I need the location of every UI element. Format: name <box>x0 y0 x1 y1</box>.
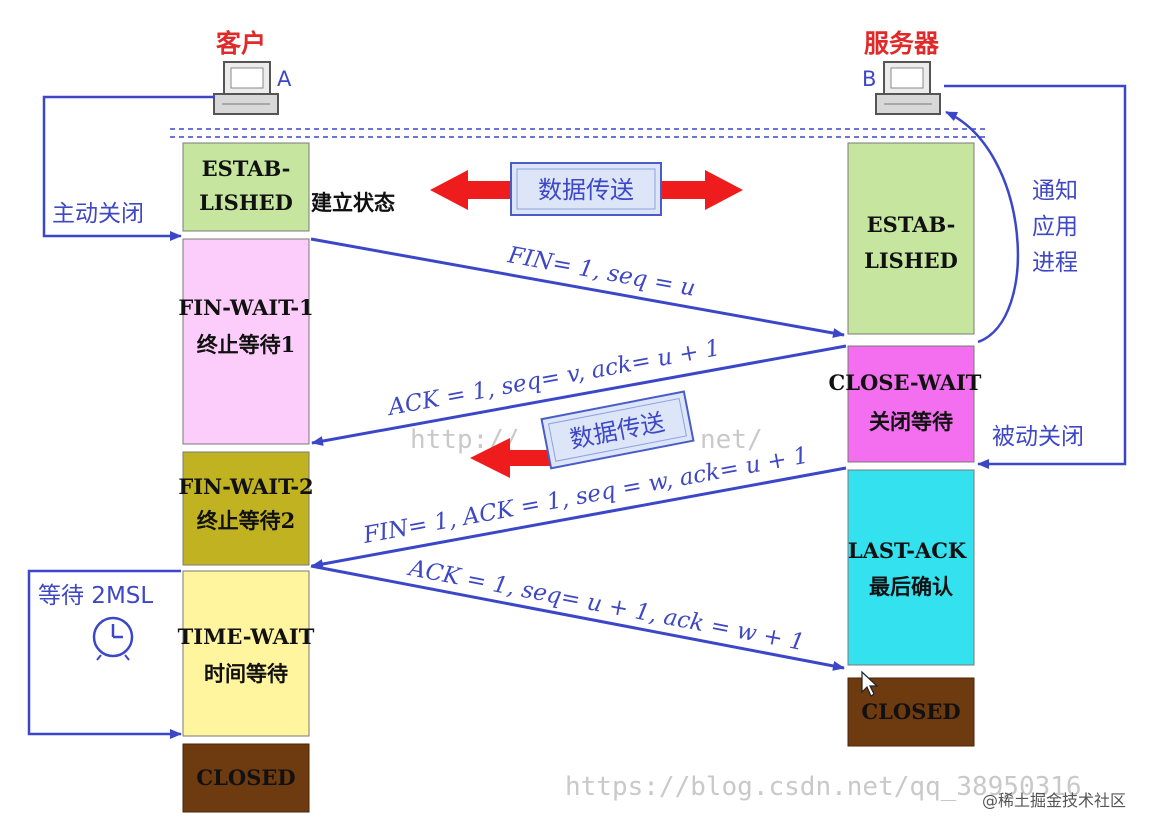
server-letter: B <box>862 67 876 91</box>
passive-close-label: 被动关闭 <box>992 424 1084 450</box>
fin-ack-arrow <box>311 466 847 569</box>
client-established-line1: ESTAB- <box>202 156 291 181</box>
server-last-ack-line1: LAST-ACK <box>848 538 967 563</box>
message-fin: FIN= 1, seq = u <box>505 242 697 302</box>
brand-watermark: @稀土掘金技术社区 <box>982 791 1126 810</box>
notify-line3: 进程 <box>1032 250 1078 276</box>
wait-2msl-connector <box>27 569 182 739</box>
active-close-connector <box>42 95 215 241</box>
client-closed-label: CLOSED <box>196 765 295 790</box>
data-transfer-top-box <box>510 162 662 216</box>
client-fin-wait-1-line2: 终止等待1 <box>197 332 296 357</box>
client-fin-wait-2-line2: 终止等待2 <box>197 508 296 533</box>
client-established-suffix: 建立状态 <box>311 190 395 215</box>
server-close-wait-line1: CLOSE-WAIT <box>829 370 982 395</box>
watermark-center-right: net/ <box>700 425 763 455</box>
client-closed-box <box>182 743 310 813</box>
data-transfer-middle-box: 数据传送 <box>540 390 695 470</box>
client-established-box <box>182 142 310 232</box>
client-title: 客户 <box>216 29 266 58</box>
server-closed-label: CLOSED <box>861 699 960 724</box>
server-last-ack-box <box>847 469 975 666</box>
notify-line1: 通知 <box>1032 178 1078 204</box>
computer-icon <box>213 61 279 115</box>
notify-connector <box>945 110 1020 344</box>
client-time-wait-line1: TIME-WAIT <box>178 624 315 649</box>
fin-arrow <box>310 237 845 338</box>
server-last-ack-line2: 最后确认 <box>869 574 953 599</box>
wait-2msl-label: 等待 2MSL <box>38 583 153 609</box>
client-fin-wait-1-box <box>182 238 310 445</box>
server-established-box <box>847 142 975 335</box>
client-established-line2: LISHED <box>199 190 293 215</box>
server-title: 服务器 <box>864 29 940 58</box>
client-fin-wait-1-line1: FIN-WAIT-1 <box>178 295 313 320</box>
client-time-wait-line2: 时间等待 <box>204 661 288 686</box>
notify-line2: 应用 <box>1032 214 1078 240</box>
final-ack-arrow <box>310 564 845 671</box>
clock-icon <box>92 616 134 661</box>
computer-icon <box>875 61 941 115</box>
client-fin-wait-2-box <box>182 451 310 566</box>
server-close-wait-line2: 关闭等待 <box>869 409 953 434</box>
message-final-ack: ACK = 1, seq= u + 1, ack = w + 1 <box>405 555 807 656</box>
client-fin-wait-2-line1: FIN-WAIT-2 <box>178 474 313 499</box>
data-transfer-left-arrow <box>470 438 560 478</box>
data-transfer-top-label: 数据传送 <box>538 176 634 204</box>
client-letter: A <box>277 67 292 91</box>
mouse-cursor-icon <box>861 670 879 697</box>
active-close-label: 主动关闭 <box>52 201 144 227</box>
watermark-bottom: https://blog.csdn.net/qq_38950316 <box>565 772 1082 802</box>
client-time-wait-box <box>182 570 310 737</box>
server-established-line2: LISHED <box>864 248 958 273</box>
passive-close-connector <box>944 84 1127 469</box>
ack-arrow <box>311 344 847 446</box>
server-close-wait-box <box>847 345 975 463</box>
server-established-line1: ESTAB- <box>867 212 956 237</box>
